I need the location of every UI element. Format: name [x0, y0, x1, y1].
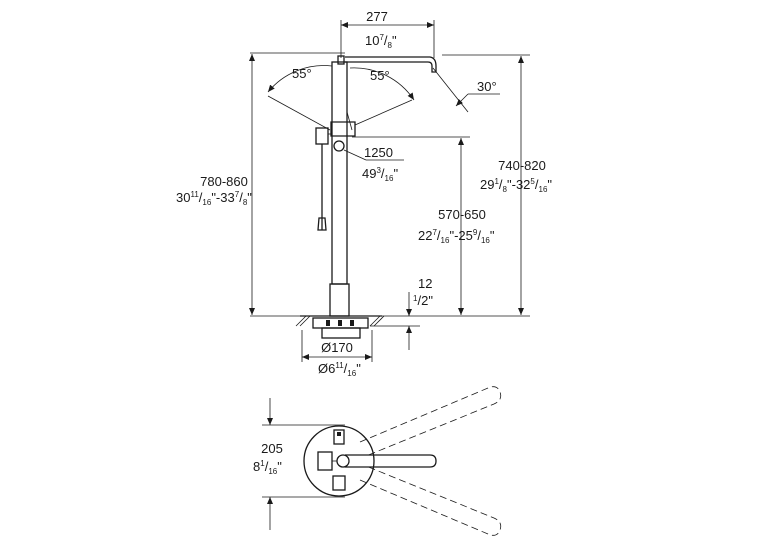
faucet-spout — [345, 56, 437, 73]
spout-angle-ray — [432, 67, 469, 113]
left-angle-arc — [267, 65, 333, 93]
spout-angle-arrow — [455, 93, 469, 107]
spout-reach-mm-label: 277 — [366, 9, 388, 24]
floor-hatch — [295, 315, 385, 327]
column-cap — [337, 55, 345, 65]
right-angle-label: 55° — [370, 68, 390, 83]
spout-reach-in-label: 107/8" — [365, 33, 397, 50]
faucet-column — [331, 61, 348, 285]
plan-spout — [345, 454, 437, 468]
plan-base-rosette — [303, 425, 375, 497]
total-height-mm-label: 780-860 — [200, 174, 248, 189]
hand-shower-tip — [317, 217, 327, 231]
total-height-in-label: 3011/16"-337/8" — [176, 190, 252, 207]
plan-shower-holder — [317, 451, 333, 471]
spout-angle-label: 30° — [477, 79, 497, 94]
elevation-view: 277 107/8" 780-860 3011/16"-337/8" 740-8… — [176, 9, 552, 378]
base-diameter-in-label: Ø611/16" — [318, 361, 361, 378]
spout-height-mm-label: 740-820 — [498, 158, 546, 173]
plan-handle — [333, 429, 345, 445]
base-fitting — [350, 320, 354, 326]
shower-holder — [315, 127, 329, 145]
left-angle-ray — [267, 95, 331, 131]
handle-height-in-label: 227/16"-259/16" — [418, 228, 495, 245]
base-fitting — [338, 320, 342, 326]
base-fitting — [326, 320, 330, 326]
hose-mm-label: 1250 — [364, 145, 393, 160]
plan-shower-head — [332, 475, 346, 491]
right-angle-ray — [354, 99, 413, 126]
faucet-lower-sleeve — [329, 283, 350, 317]
mixer-lever — [346, 111, 353, 131]
left-angle-label: 55° — [292, 66, 312, 81]
plan-depth-in-label: 81/16" — [253, 459, 282, 476]
mixer-handle — [330, 121, 356, 137]
plan-view: 205 81/16" — [253, 386, 502, 536]
hose-leader — [343, 149, 367, 161]
spout-height-in-label: 291/8"-325/16" — [480, 177, 552, 194]
base-diameter-mm-label: Ø170 — [321, 340, 353, 355]
hose-in-label: 493/16" — [362, 166, 398, 183]
plan-depth-mm-label: 205 — [261, 441, 283, 456]
plan-column-top — [336, 454, 350, 468]
mounting-box — [321, 327, 361, 339]
floor-in-label: 1/2" — [413, 293, 433, 308]
plan-handle-marker — [337, 432, 341, 436]
right-angle-arc — [349, 67, 415, 101]
hose-connector — [333, 140, 345, 152]
plan-swing-positions — [359, 386, 502, 536]
handle-height-mm-label: 570-650 — [438, 207, 486, 222]
floor-mm-label: 12 — [418, 276, 432, 291]
